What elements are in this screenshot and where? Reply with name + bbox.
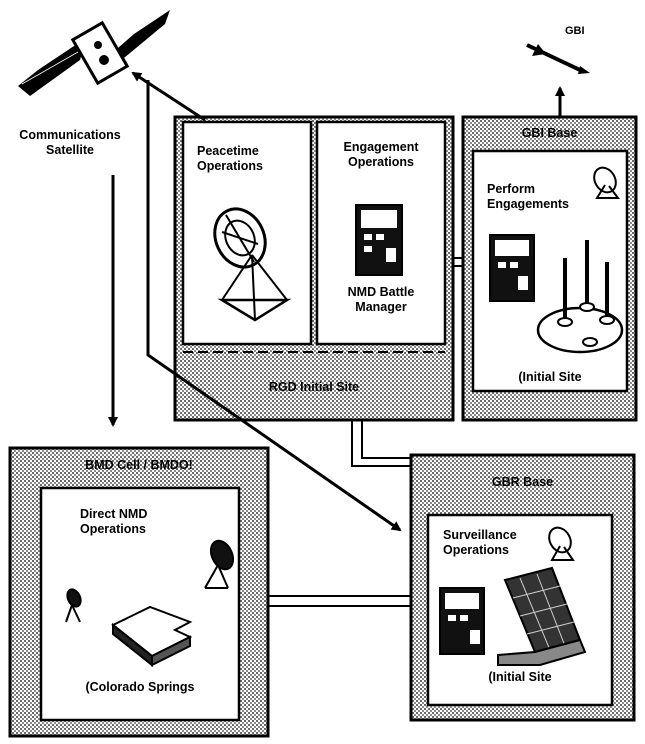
colorado-springs-building-icon xyxy=(111,605,193,668)
engagement-line2: Operations xyxy=(348,155,414,169)
comm-satellite-label: Communications Satellite xyxy=(10,128,130,158)
bmd-cell-title: BMD Cell / BMDO! xyxy=(85,458,193,472)
gbi-base-title: GBI Base xyxy=(521,126,578,140)
gbr-initial-site-label: (Initial Site xyxy=(488,670,552,684)
colorado-springs-label: (Colorado Springs xyxy=(85,680,195,694)
rgd-initial-site-label: RGD Initial Site xyxy=(268,380,360,394)
peacetime-line1: Peacetime xyxy=(197,144,259,158)
comm-satellite-label-line2: Satellite xyxy=(46,143,94,157)
surveillance-line1: Surveillance xyxy=(443,528,517,542)
gbi-missile-icon xyxy=(526,43,590,74)
radar-dish-icon xyxy=(213,207,292,322)
bmd-radar-dish-icon xyxy=(204,539,235,589)
direct-nmd-line1: Direct NMD xyxy=(80,507,148,521)
surveillance-operations-label: Surveillance Operations xyxy=(443,528,517,558)
engagement-line1: Engagement xyxy=(343,140,419,154)
battle-manager-line2: Manager xyxy=(355,300,407,314)
gbi-base-computer-icon xyxy=(489,234,535,302)
bmd-small-antenna-icon xyxy=(65,588,82,623)
satellite-icon xyxy=(18,10,170,96)
connector-rgd-gbi xyxy=(453,257,463,267)
perform-engagements-label: Perform Engagements xyxy=(487,182,569,212)
peacetime-line2: Operations xyxy=(197,159,263,173)
arrows xyxy=(108,71,565,532)
arrow-rgd-to-satellite xyxy=(131,71,206,122)
direct-nmd-line2: Operations xyxy=(80,522,146,536)
connector-bmd-gbr xyxy=(268,595,411,607)
gbi-initial-site-label: (Initial Site xyxy=(518,370,582,384)
gbr-antenna-icon xyxy=(548,526,575,561)
gbi-antenna-icon xyxy=(593,166,620,199)
surveillance-line2: Operations xyxy=(443,543,509,557)
perform-line2: Engagements xyxy=(487,197,569,211)
peacetime-operations-label: Peacetime Operations xyxy=(197,144,263,174)
perform-line1: Perform xyxy=(487,182,535,196)
phased-array-radar-icon xyxy=(497,566,587,666)
comm-satellite-label-line1: Communications xyxy=(19,128,121,142)
missile-silos-icon xyxy=(536,240,624,354)
arrow-satellite-to-gbr xyxy=(146,80,402,532)
engagement-operations-label: Engagement Operations xyxy=(317,140,445,170)
direct-nmd-operations-label: Direct NMD Operations xyxy=(80,507,147,537)
battle-manager-line1: NMD Battle xyxy=(347,285,415,299)
battle-manager-computer-icon xyxy=(355,204,403,276)
gbi-label: GBI xyxy=(565,25,585,37)
gbr-base-title: GBR Base xyxy=(491,475,554,489)
connector-rgd-gbr xyxy=(351,420,411,467)
nmd-battle-manager-label: NMD Battle Manager xyxy=(317,285,445,315)
gbr-computer-icon xyxy=(439,587,485,655)
